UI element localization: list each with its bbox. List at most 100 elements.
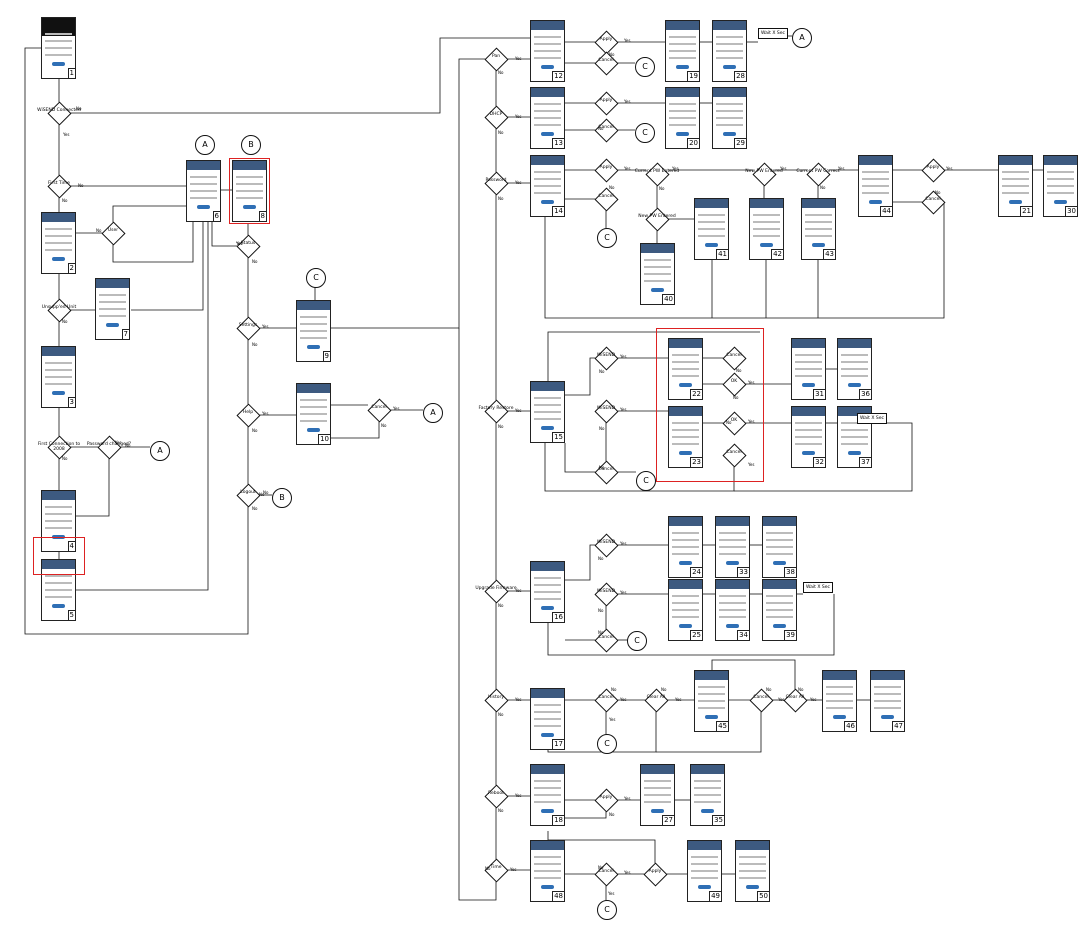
- wait-box: Wait X Sec: [857, 413, 887, 424]
- screen-content-line: [534, 43, 561, 45]
- screen-content-line: [45, 589, 72, 591]
- screen-content-line: [534, 870, 561, 872]
- screen-content-line: [236, 197, 263, 199]
- decision-diamond: [484, 688, 509, 713]
- decision-label: Apply: [599, 98, 613, 103]
- decision-node: Cancel: [594, 51, 619, 76]
- screen-header-bar: [713, 21, 746, 30]
- screen-number: 18: [552, 815, 564, 825]
- decision-node: Cancel: [921, 190, 946, 215]
- screen-content-line: [1002, 171, 1029, 173]
- screen-number: 49: [709, 891, 721, 901]
- screen-header-bar: [666, 88, 699, 97]
- screen-number: 19: [687, 71, 699, 81]
- screen-content-line: [841, 368, 868, 370]
- screen-content-line: [534, 584, 561, 586]
- edge-label-yes: Yes: [838, 166, 845, 171]
- screen-content-line: [45, 582, 72, 584]
- decision-diamond: [484, 579, 509, 604]
- screen-content-line: [236, 176, 263, 178]
- edge-label-yes: Yes: [515, 793, 522, 798]
- screen-number: 22: [690, 389, 702, 399]
- screen-number: 6: [212, 211, 220, 221]
- screen-content-line: [694, 787, 721, 789]
- screen-content-line: [45, 242, 72, 244]
- decision-diamond: [594, 187, 619, 212]
- screen-thumbnail: 38: [762, 516, 797, 578]
- screen-content-line: [672, 539, 699, 541]
- screen-header-bar: [823, 671, 856, 680]
- decision-diamond: [484, 784, 509, 809]
- screen-content-line: [45, 575, 72, 577]
- screen-button: [802, 451, 815, 455]
- screen-content-line: [45, 513, 72, 515]
- screen-number: 13: [552, 138, 564, 148]
- flow-edge: [131, 222, 204, 311]
- edge-label-no: No: [599, 426, 605, 431]
- screen-header-bar: [802, 199, 835, 208]
- screen-content-line: [716, 57, 743, 59]
- screen-content-line: [45, 47, 72, 49]
- decision-node: Cancel: [594, 862, 619, 887]
- decision-node: Apply: [594, 158, 619, 183]
- screen-content-line: [739, 856, 766, 858]
- screen-header-bar: [531, 689, 564, 698]
- screen-number: 9: [322, 351, 330, 361]
- edge-label-no: No: [661, 687, 667, 692]
- screen-number: 1: [67, 68, 75, 78]
- screen-content-line: [841, 375, 868, 377]
- screen-content-line: [190, 197, 217, 199]
- connector-circle-a: A: [423, 403, 443, 423]
- edge-label-yes: Yes: [624, 38, 631, 43]
- edge-label-no: No: [598, 608, 604, 613]
- highlight-frame: [229, 158, 270, 224]
- screen-content-line: [841, 354, 868, 356]
- screen-content-line: [753, 214, 780, 216]
- screen-header-bar: [763, 580, 796, 589]
- decision-node: Settings: [236, 316, 261, 341]
- screen-header-bar: [716, 580, 749, 589]
- screen-number: 25: [690, 630, 702, 640]
- decision-diamond: [236, 316, 261, 341]
- screen-content-line: [805, 221, 832, 223]
- screen-number: 35: [712, 815, 724, 825]
- decision-label: Cancel: [598, 635, 614, 640]
- screen-number: 7: [121, 329, 129, 339]
- screen-content-line: [694, 794, 721, 796]
- screen-content-line: [534, 787, 561, 789]
- screen-number: 24: [690, 567, 702, 577]
- screen-content-line: [739, 877, 766, 879]
- screen-number: 50: [757, 891, 769, 901]
- screen-header-bar: [233, 161, 266, 170]
- screen-number: 44: [880, 206, 892, 216]
- screen-content-line: [644, 273, 671, 275]
- decision-label: History: [487, 695, 504, 700]
- screen-number: 14: [552, 206, 564, 216]
- edge-label-no: No: [252, 428, 258, 433]
- connector-circle-c: C: [597, 734, 617, 754]
- edge-label-no: No: [609, 812, 615, 817]
- screen-content-line: [300, 316, 327, 318]
- screen-content-line: [45, 596, 72, 598]
- decision-diamond: [594, 688, 619, 713]
- screen-content-line: [841, 443, 868, 445]
- screen-content-line: [826, 707, 853, 709]
- screen-header-bar: [695, 199, 728, 208]
- screen-button: [541, 606, 554, 610]
- screen-content-line: [672, 609, 699, 611]
- decision-diamond: [783, 688, 808, 713]
- screen-content-line: [534, 185, 561, 187]
- decision-label: Password: [485, 178, 507, 183]
- screen-thumbnail: 40: [640, 243, 675, 305]
- screen-thumbnail: 15: [530, 381, 565, 443]
- decision-label: Factory Restore: [478, 406, 514, 411]
- screen-content-line: [45, 33, 72, 35]
- screen-content-line: [795, 436, 822, 438]
- decision-label: Reboot: [488, 791, 504, 796]
- screen-number: 46: [844, 721, 856, 731]
- screen-thumbnail: 13: [530, 87, 565, 149]
- decision-label: Cancel: [598, 194, 614, 199]
- screen-content-line: [534, 124, 561, 126]
- decision-node: WiSEND: [594, 582, 619, 607]
- decision-node: Clear All: [644, 688, 669, 713]
